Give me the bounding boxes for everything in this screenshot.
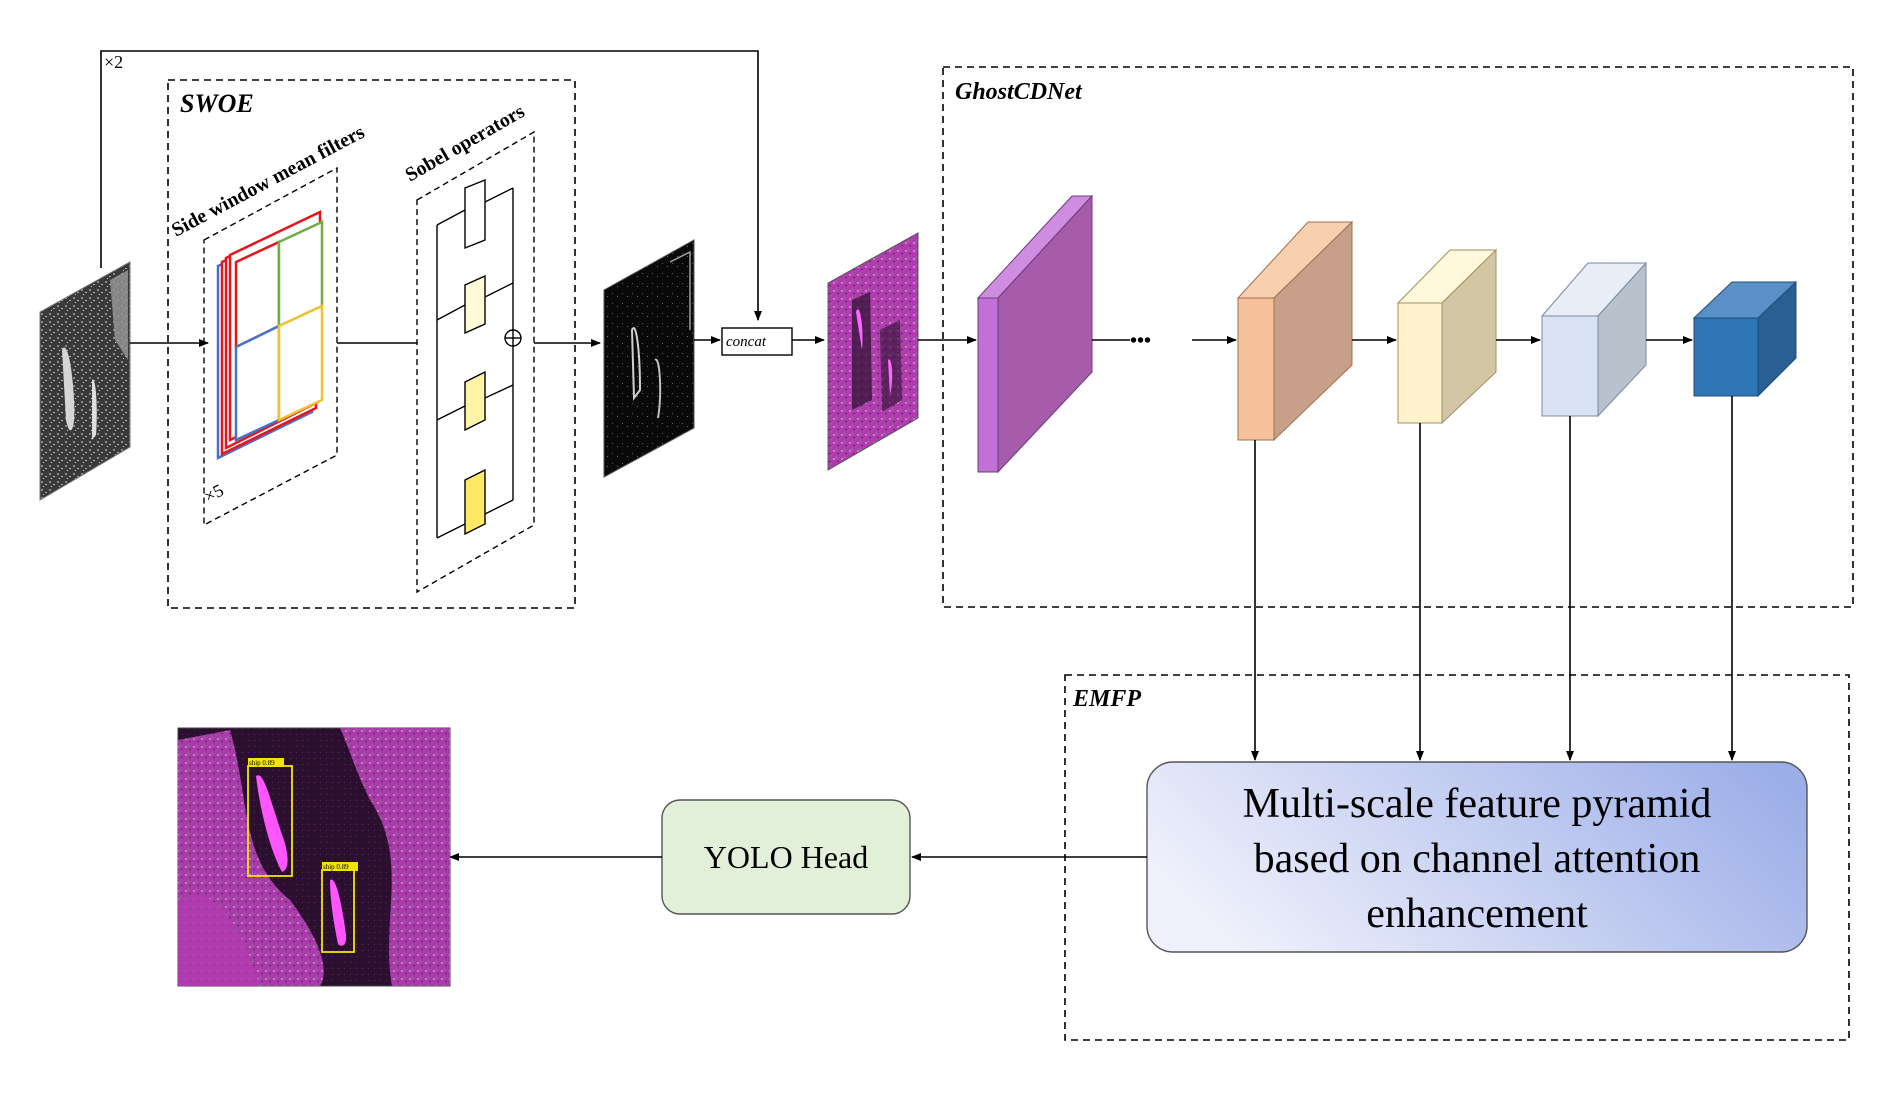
emfp-text-line2: based on channel attention (1254, 836, 1701, 882)
sobel-panel (416, 130, 535, 594)
pyramid-connections (1251, 396, 1736, 761)
concat-label: concat (726, 334, 767, 350)
repeat-loop-label: ×2 (104, 52, 123, 72)
edge-feature-image (603, 239, 695, 478)
feature-block-1 (976, 194, 1094, 474)
side-window-panel (203, 166, 338, 527)
sobel-operators (436, 178, 522, 539)
emfp-title: EMFP (1072, 686, 1141, 712)
feature-block-3 (1396, 248, 1498, 425)
ghostcdnet-title: GhostCDNet (955, 79, 1083, 105)
emfp-text-line3: enhancement (1366, 891, 1588, 937)
feature-block-4 (1540, 261, 1648, 418)
repeat-loop-arrow (100, 50, 762, 321)
concat-box (721, 327, 793, 356)
side-window-filters (216, 210, 324, 461)
output-detection-image (177, 727, 451, 987)
input-sar-image (39, 261, 131, 501)
emfp-text-line1: Multi-scale feature pyramid (1243, 781, 1712, 827)
feature-block-2 (1236, 220, 1354, 442)
sobel-label: Sobel operators (402, 100, 529, 186)
fused-input-image (827, 232, 919, 471)
detection-label-1: ship 0.89 (249, 759, 275, 767)
swoe-title: SWOE (180, 89, 254, 118)
detection-label-2: ship 0.89 (323, 863, 349, 871)
side-window-label: Side window mean filters (168, 121, 368, 241)
feature-block-5 (1692, 280, 1798, 398)
ghost-ellipsis: ••• (1130, 330, 1151, 352)
yolo-head-label: YOLO Head (704, 839, 868, 875)
ghostcdnet-box (942, 66, 1854, 608)
